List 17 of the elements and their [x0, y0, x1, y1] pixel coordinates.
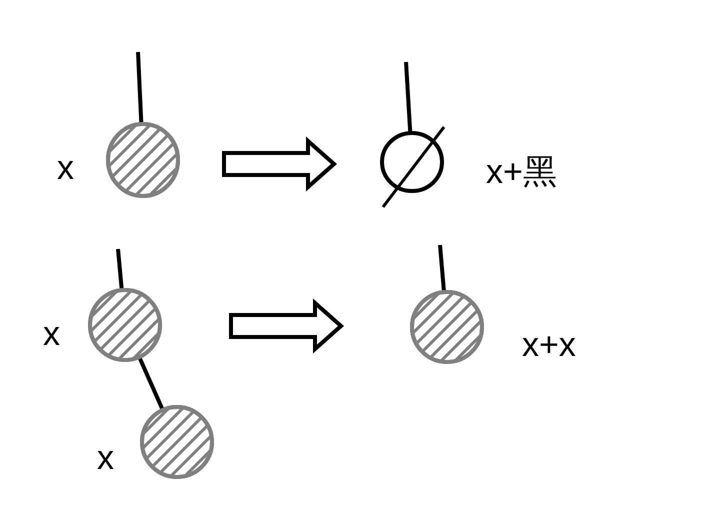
- tree-node: [57, 121, 181, 199]
- tree-edge: [136, 52, 144, 124]
- tree-edge: [116, 248, 124, 290]
- tree-node: [43, 287, 163, 363]
- node-label: x: [97, 440, 114, 476]
- tree-edge: [137, 356, 165, 411]
- node-label: x: [43, 316, 60, 352]
- node-label: x+x: [522, 327, 576, 363]
- tree-node: [97, 404, 215, 480]
- block-arrow: [229, 298, 344, 354]
- hatched-tree-node-circle: [409, 289, 485, 365]
- node-label: x+黑: [486, 154, 557, 190]
- block-arrow: [222, 136, 338, 192]
- tree-edge: [404, 62, 412, 134]
- null-node-symbol: [377, 125, 447, 209]
- tree-edge: [438, 244, 446, 292]
- node-label: x: [57, 150, 74, 186]
